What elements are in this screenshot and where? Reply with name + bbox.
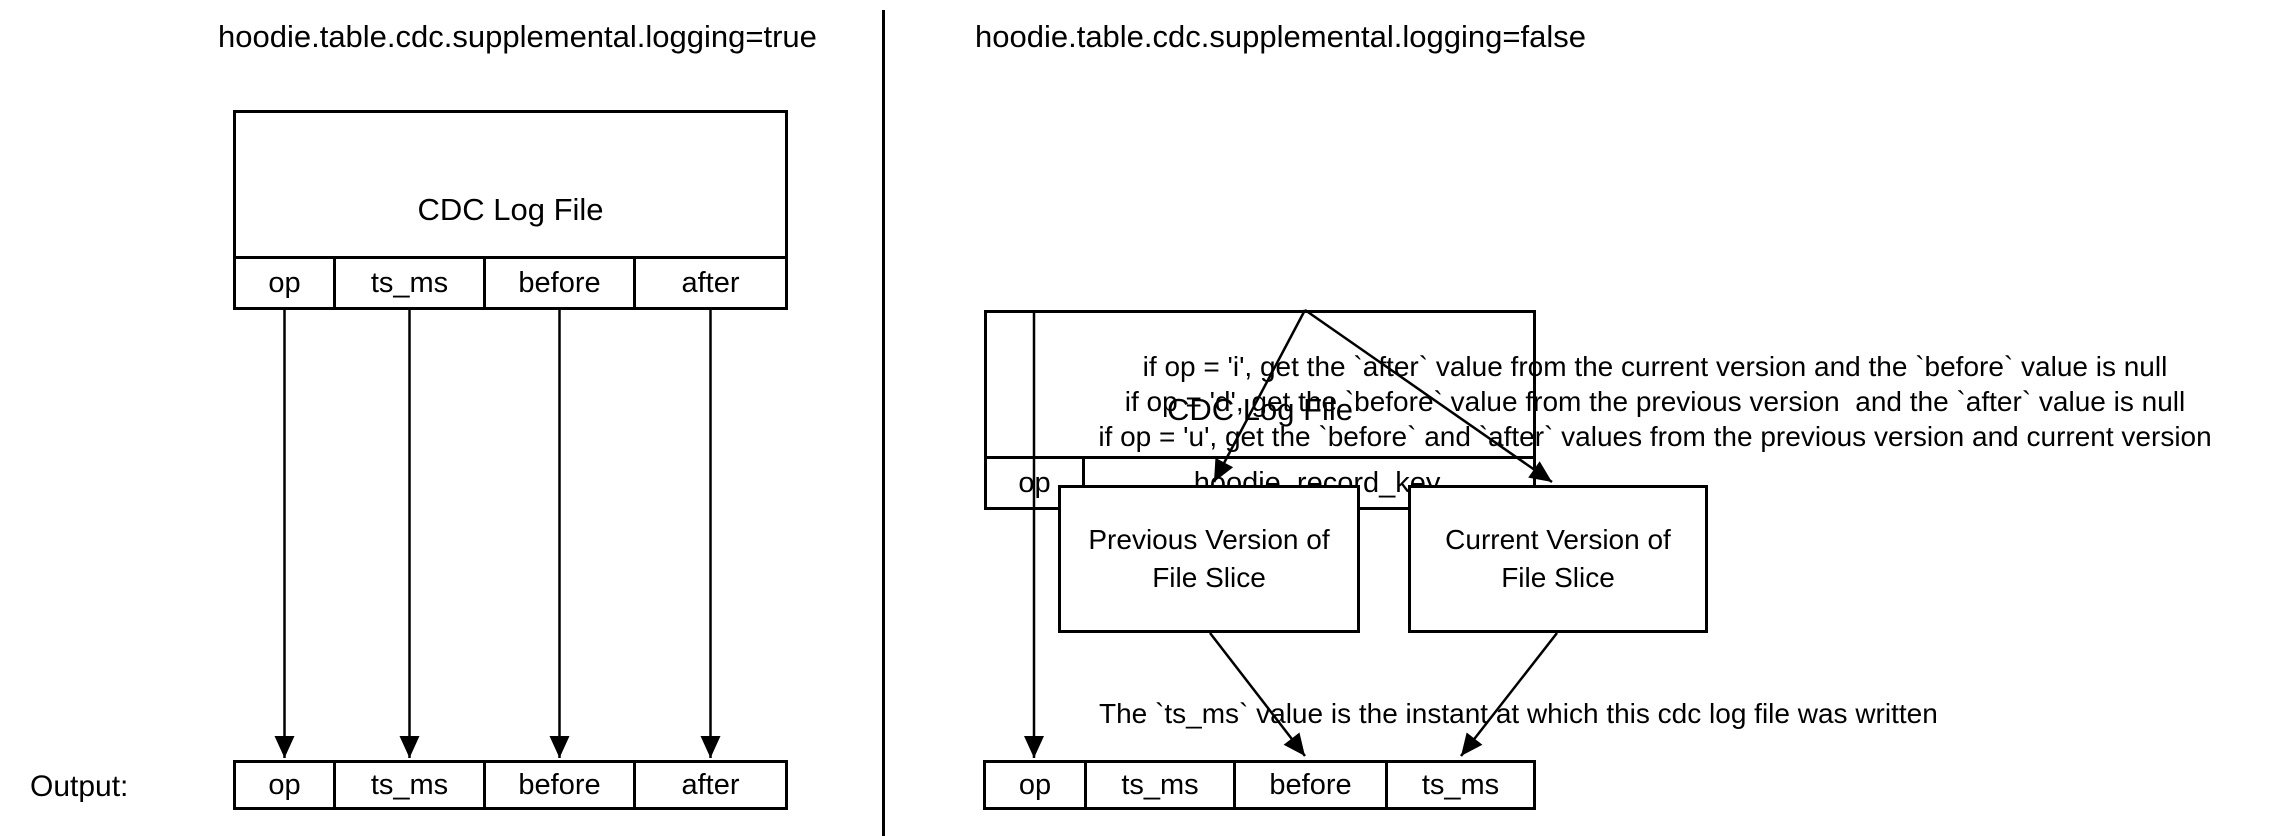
current-version-label-line1: Current Version of	[1445, 524, 1671, 555]
left-output-col-before: before	[483, 763, 633, 807]
left-cdc-col-after: after	[633, 259, 785, 307]
right-output-table: op ts_ms before ts_ms	[983, 760, 1536, 810]
left-output-table: op ts_ms before after	[233, 760, 788, 810]
previous-version-file-slice-box: Previous Version of File Slice	[1058, 485, 1360, 633]
left-output-col-op: op	[268, 768, 301, 801]
left-panel-title: hoodie.table.cdc.supplemental.logging=tr…	[218, 19, 817, 54]
left-cdc-columns-row: op ts_ms before after	[236, 256, 785, 307]
ts-ms-note-text: The `ts_ms` value is the instant at whic…	[1099, 698, 1938, 729]
rule-op-i: if op = 'i', get the `after` value from …	[1142, 351, 2168, 382]
right-output-col-op: op	[1018, 768, 1052, 801]
left-cdc-log-file-label: CDC Log File	[417, 192, 604, 227]
arrow-previous-to-before	[1209, 632, 1306, 757]
op-rules-text-block: if op = 'i', get the `after` value from …	[1010, 349, 2278, 454]
right-output-col-ts-ms2: ts_ms	[1385, 763, 1533, 807]
right-output-col-before: before	[1233, 763, 1385, 807]
panel-divider-line	[882, 10, 885, 836]
current-version-label-line2: File Slice	[1501, 562, 1615, 593]
left-cdc-col-before: before	[483, 259, 633, 307]
right-panel-title: hoodie.table.cdc.supplemental.logging=fa…	[975, 19, 1586, 54]
rule-op-u: if op = 'u', get the `before` and `after…	[1098, 421, 2212, 452]
arrow-current-to-ts-ms	[1460, 632, 1558, 757]
left-cdc-col-op: op	[268, 266, 301, 299]
right-output-col-ts-ms: ts_ms	[1084, 763, 1233, 807]
previous-version-label-line2: File Slice	[1152, 562, 1266, 593]
output-label: Output:	[30, 770, 129, 803]
left-output-col-ts-ms: ts_ms	[333, 763, 483, 807]
left-cdc-col-ts-ms: ts_ms	[333, 259, 483, 307]
left-output-col-after: after	[633, 763, 785, 807]
left-cdc-log-file-box: CDC Log File op ts_ms before after	[233, 110, 788, 310]
rule-op-d: if op = 'd', get the `before` value from…	[1124, 386, 2186, 417]
current-version-file-slice-box: Current Version of File Slice	[1408, 485, 1708, 633]
previous-version-label-line1: Previous Version of	[1088, 524, 1330, 555]
